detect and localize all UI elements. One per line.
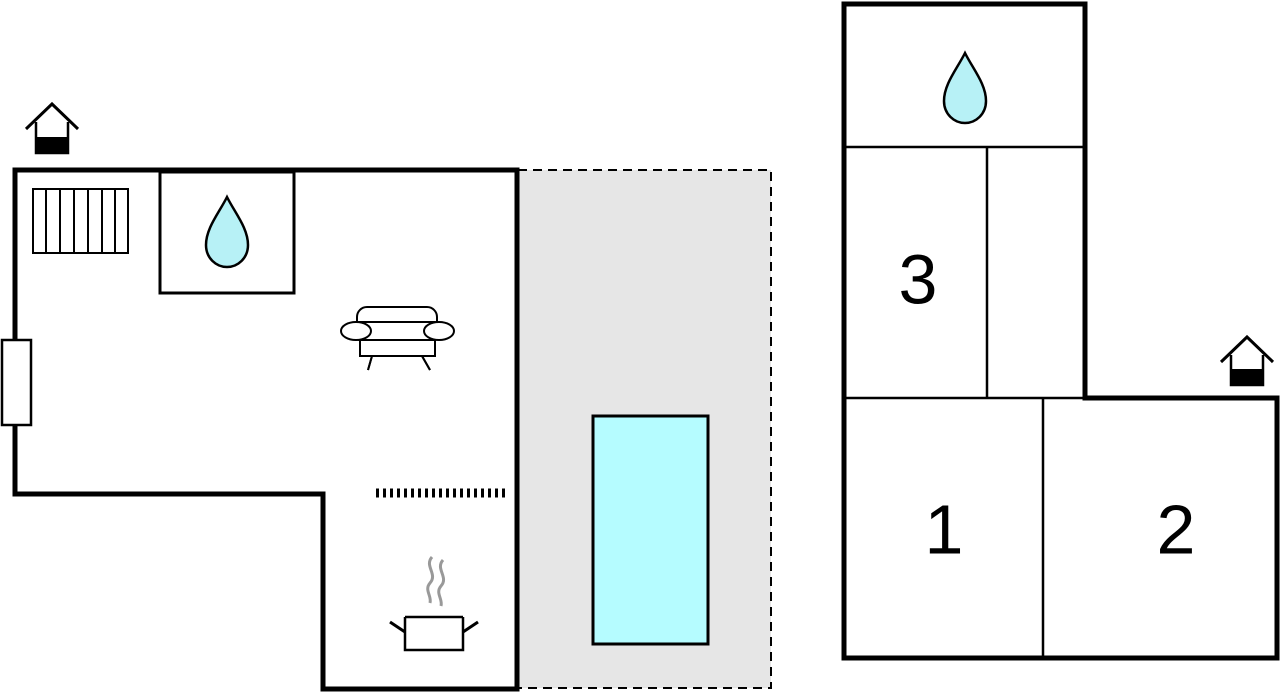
room-number-1: 1 bbox=[925, 490, 964, 568]
radiator-icon bbox=[32, 188, 129, 254]
cooking-pot-icon bbox=[389, 556, 479, 652]
sofa-icon bbox=[340, 306, 455, 371]
ground-floor bbox=[0, 101, 772, 692]
swimming-pool bbox=[591, 414, 710, 646]
house-entrance-icon bbox=[1219, 334, 1275, 387]
ground-bathroom bbox=[158, 170, 296, 295]
upper-floor: 3 1 2 bbox=[841, 1, 1280, 661]
upper-floor-walls bbox=[841, 1, 1280, 661]
room-number-3: 3 bbox=[899, 240, 938, 318]
window-icon bbox=[0, 338, 33, 427]
house-entrance-icon bbox=[24, 101, 80, 155]
water-drop-icon bbox=[204, 194, 250, 269]
ground-floor-walls bbox=[12, 167, 520, 692]
water-drop-icon bbox=[942, 50, 988, 125]
room-number-2: 2 bbox=[1157, 490, 1196, 568]
upper-floor-partitions bbox=[844, 145, 1085, 658]
